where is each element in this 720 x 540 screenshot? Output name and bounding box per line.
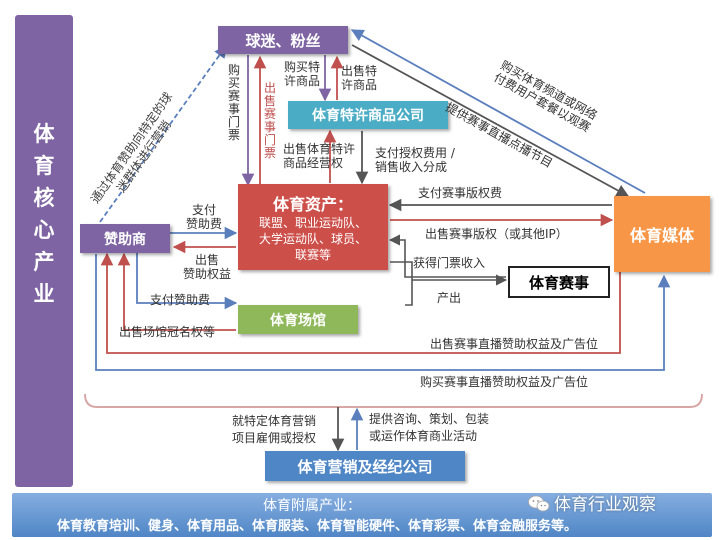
label-buy-broadcast-ads: 购买赛事直播赞助权益及广告位	[420, 375, 589, 389]
auxiliary-industry-band	[12, 493, 712, 537]
node-media-label: 体育媒体	[629, 226, 694, 245]
label-sell-venue-naming: 出售场馆冠名权等	[119, 325, 216, 339]
arrow-pay-venue-sponsorship	[136, 250, 238, 310]
node-events: 体育赛事	[508, 266, 610, 298]
auxiliary-industry-items: 体育教育培训、健身、体育用品、体育服装、体育智能硬件、体育彩票、体育金融服务等。	[56, 519, 577, 534]
watermark-text: 体育行业观察	[554, 495, 656, 515]
arrow-buy-broadcast-ads	[95, 254, 671, 371]
label-goods-sell: 出售特 许商品	[341, 64, 378, 92]
arrow-media-buy-channel	[350, 29, 646, 194]
node-marketing-agency-label: 体育营销及经纪公司	[297, 457, 433, 476]
node-licensed-goods-label: 体育特许商品公司	[312, 108, 424, 124]
node-licensed-goods: 体育特许商品公司	[288, 101, 448, 129]
wechat-icon	[528, 495, 550, 512]
node-sponsor: 赞助商	[80, 224, 170, 253]
auxiliary-industry-title: 体育附属产业：	[263, 498, 361, 514]
label-sell-broadcast-ads: 出售赛事直播赞助权益及广告位	[430, 337, 599, 351]
node-marketing-agency: 体育营销及经纪公司	[265, 451, 465, 481]
label-sell-broadcast-rights: 出售赛事版权（或其他IP）	[425, 227, 568, 241]
label-pay-license: 支付授权费用 / 销售收入分成	[375, 146, 455, 174]
arrow-produce	[390, 261, 413, 306]
core-bracket	[84, 393, 703, 408]
label-sell-sponsorship: 出售 赞助权益	[183, 253, 232, 281]
arrow-media-provide-broadcast	[351, 44, 630, 197]
label-fans-buy-tickets: 购 买 赛 事 门 票	[228, 63, 241, 142]
arrow-ticket-income	[388, 234, 506, 278]
arrow-sell-broadcast-ads	[100, 252, 621, 354]
node-fans-label: 球迷、粉丝	[245, 31, 321, 50]
label-fans-buy-goods: 购买特 许商品	[284, 60, 321, 88]
node-sports-assets-title: 体育资产：	[272, 195, 353, 214]
arrow-sell-venue-naming	[117, 252, 236, 331]
watermark: 体育行业观察	[528, 490, 656, 515]
label-hire-agency: 就特定体育营销 项目雇佣或授权	[232, 414, 317, 445]
node-sponsor-label: 赞助商	[104, 231, 146, 248]
label-produce: 产出	[437, 291, 462, 305]
label-agency-services: 提供咨询、策划、包装 或运作体育商业活动	[369, 412, 490, 443]
arrow-sponsor-to-fans	[99, 44, 227, 223]
node-fans: 球迷、粉丝	[218, 26, 348, 54]
label-assets-sell-tickets: 出 售 赛 事 门 票	[264, 81, 277, 160]
node-venue-label: 体育场馆	[270, 312, 326, 329]
node-media: 体育媒体	[614, 196, 710, 272]
node-sports-assets: 体育资产： 联盟、职业运动队、 大学运动队、球员、 联赛等	[238, 184, 388, 270]
node-sports-assets-body: 联盟、职业运动队、 大学运动队、球员、 联赛等	[258, 216, 367, 262]
label-ticket-income: 获得门票收入	[413, 256, 486, 270]
core-industry-title: 体 育 核 心 产 业	[33, 122, 55, 306]
label-pay-venue-sponsorship: 支付赞助费	[150, 293, 211, 307]
label-sponsor-pay-fee: 支付 赞助费	[186, 203, 223, 231]
node-venue: 体育场馆	[238, 305, 358, 334]
node-events-label: 体育赛事	[528, 273, 589, 292]
label-sell-license: 出售体育特许 商品经营权	[283, 142, 356, 170]
label-pay-broadcast-fee: 支付赛事版权费	[418, 186, 503, 200]
core-industry-sidebar	[15, 15, 73, 487]
